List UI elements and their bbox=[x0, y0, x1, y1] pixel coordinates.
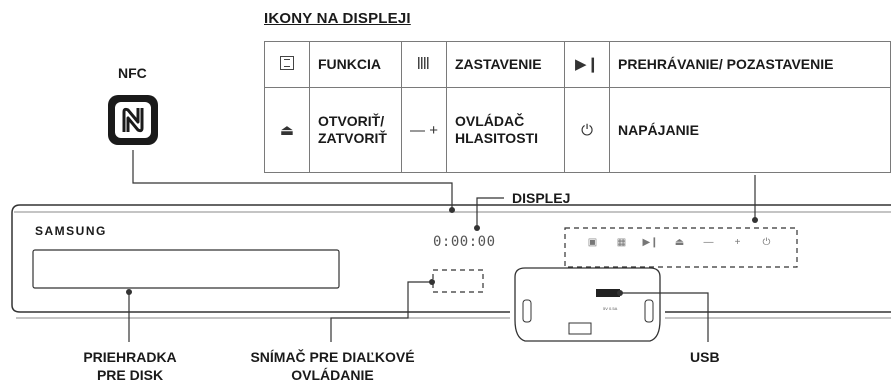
display-label: DISPLEJ bbox=[512, 190, 571, 206]
usb-label: USB bbox=[690, 349, 720, 365]
table-cell-label: OTVORIŤ/ ZATVORIŤ bbox=[309, 87, 402, 173]
remote-sensor-label: SNÍMAČ PRE DIAĽKOVÉ OVLÁDANIE bbox=[250, 349, 415, 383]
usb-rating: 5V 0.5A bbox=[603, 306, 618, 311]
function-icon bbox=[280, 55, 294, 70]
power-icon: ⏻ bbox=[581, 121, 593, 139]
stop-icon[interactable]: ▦ bbox=[616, 237, 627, 248]
table-cell-label: OVLÁDAČ HLASITOSTI bbox=[446, 87, 565, 173]
touch-panel-box bbox=[564, 227, 798, 268]
play-pause-icon[interactable]: ▶❙ bbox=[642, 237, 659, 248]
front-display: 0:00:00 bbox=[433, 234, 496, 250]
icon-table-row: ⏏ OTVORIŤ/ ZATVORIŤ — + OVLÁDAČ HLASITOS… bbox=[264, 87, 891, 173]
nfc-label: NFC bbox=[118, 65, 147, 81]
eject-icon[interactable]: ⏏ bbox=[674, 237, 685, 248]
volume-down-icon[interactable]: — bbox=[703, 237, 714, 248]
usb-cover bbox=[514, 267, 661, 342]
function-icon[interactable]: ▣ bbox=[587, 237, 598, 248]
table-cell-label: NAPÁJANIE bbox=[609, 87, 891, 173]
table-cell-label: PREHRÁVANIE/ POZASTAVENIE bbox=[609, 40, 891, 89]
volume-icon: — + bbox=[410, 121, 438, 139]
remote-sensor bbox=[432, 269, 484, 293]
nfc-icon bbox=[108, 95, 158, 145]
play-pause-icon: ▶❙ bbox=[574, 56, 600, 74]
icon-table-heading: IKONY NA DISPLEJI bbox=[264, 10, 411, 27]
disc-tray bbox=[32, 249, 340, 289]
icon-table-row: FUNKCIA ZASTAVENIE ▶❙ PREHRÁVANIE/ POZAS… bbox=[264, 40, 891, 89]
power-icon[interactable]: ⏻ bbox=[762, 237, 771, 248]
disc-tray-label: PRIEHRADKA PRE DISK bbox=[83, 349, 177, 383]
eject-icon: ⏏ bbox=[279, 121, 295, 139]
table-cell-label: FUNKCIA bbox=[309, 40, 402, 89]
stop-icon bbox=[418, 57, 430, 70]
icon-table: FUNKCIA ZASTAVENIE ▶❙ PREHRÁVANIE/ POZAS… bbox=[264, 40, 891, 173]
volume-up-icon[interactable]: + bbox=[734, 237, 741, 248]
table-cell-label: ZASTAVENIE bbox=[446, 40, 565, 89]
touch-panel: ▣ ▦ ▶❙ ⏏ — + ⏻ bbox=[578, 237, 781, 248]
brand-logo: SAMSUNG bbox=[35, 224, 107, 238]
